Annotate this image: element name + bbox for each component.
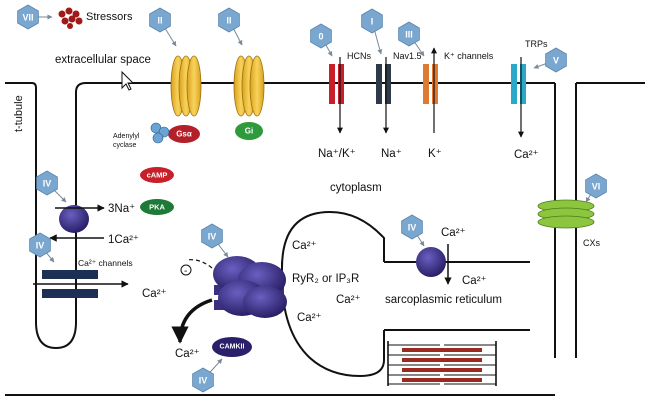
stressors-group: Stressors [58, 7, 133, 29]
badge-trp-label: V [553, 56, 559, 66]
stressors-label: Stressors [86, 11, 133, 23]
ca-down-label: Ca²⁺ [175, 348, 200, 360]
ca-channels-label: Ca²⁺ channels [78, 258, 133, 268]
badge-k-label: III [405, 30, 413, 40]
ca-sr-bot-label: Ca²⁺ [297, 312, 322, 324]
badge-ncx: IV [36, 170, 67, 203]
badge-nav: I [361, 8, 383, 55]
ca-sr-mid-label: Ca²⁺ [336, 294, 361, 306]
svg-text:CAMKII: CAMKII [220, 344, 245, 351]
badge-trp: V [533, 47, 567, 73]
ca-feedback-arrow [185, 259, 213, 269]
badge-hcn: 0 [310, 23, 333, 57]
hcn-channel [329, 57, 344, 134]
ca-left-label: Ca²⁺ [142, 288, 167, 300]
badge-cachan-label: IV [36, 241, 45, 251]
extracellular-space-label: extracellular space [55, 54, 151, 66]
badge-gs-label: II [157, 16, 162, 26]
badge-ryr: IV [201, 223, 229, 258]
ca1-label: 1Ca²⁺ [108, 234, 139, 246]
k-channels-label: K⁺ channels [444, 51, 494, 61]
badge-gi: II [218, 7, 243, 46]
gs-receptor [170, 55, 202, 117]
badge-cx-label: VI [592, 182, 601, 192]
nav15-label: Nav1.5 [393, 51, 422, 61]
badge-stress-label: VII [22, 13, 33, 23]
camp-molecule: cAMP [140, 167, 174, 183]
sarcoplasmic-reticulum [280, 210, 530, 378]
trps-label: TRPs [525, 39, 548, 49]
sr-label: sarcoplasmic reticulum [385, 294, 502, 306]
badge-gs: II [149, 7, 177, 47]
k-ion-label: K⁺ [428, 148, 442, 160]
camkii-protein: CAMKII [212, 337, 252, 357]
badge-serca-label: IV [408, 223, 417, 233]
ryr-channel [213, 256, 287, 318]
ca-pump-label: Ca²⁺ [441, 227, 466, 239]
badge-hcn-label: 0 [318, 32, 323, 42]
badge-cx: VI [585, 173, 607, 203]
badge-ncx-label: IV [43, 179, 52, 189]
t-tubule-label: t-tubule [13, 95, 25, 132]
pka-protein: PKA [140, 199, 174, 215]
cell-membrane [5, 82, 645, 396]
svg-text:cyclase: cyclase [113, 142, 136, 149]
k-channel [423, 47, 438, 133]
na3-label: 3Na⁺ [108, 203, 135, 215]
ca-trp-label: Ca²⁺ [514, 149, 539, 161]
cxs-label: CXs [583, 238, 601, 248]
badge-k: III [398, 21, 425, 57]
adenylyl-cyclase: Adenylyl cyclase [113, 122, 170, 149]
cursor-icon [121, 70, 135, 91]
ca-channels [33, 270, 129, 298]
gi-protein: Gi [235, 122, 263, 140]
trp-channel [511, 57, 526, 138]
connexin-gap-junction [537, 199, 595, 229]
badge-cachan: IV [29, 232, 55, 263]
svg-text:Gsα: Gsα [176, 130, 192, 139]
svg-text:PKA: PKA [149, 203, 165, 212]
ca-pump2-label: Ca²⁺ [462, 275, 487, 287]
badge-nav-label: I [371, 17, 374, 27]
badge-serca: IV [401, 214, 425, 247]
badge-ryr-label: IV [208, 232, 217, 242]
badge-stress: VII [17, 4, 53, 30]
svg-text:cAMP: cAMP [147, 171, 168, 180]
svg-text:Adenylyl: Adenylyl [113, 133, 140, 140]
stressor-dots [58, 7, 83, 29]
svg-text:Gi: Gi [245, 127, 253, 136]
ca-release-arrow [171, 298, 213, 344]
sarcomere [386, 339, 498, 386]
cytoplasm-label: cytoplasm [330, 182, 382, 194]
na-ion-label: Na⁺ [381, 148, 402, 160]
minus-badge [180, 264, 192, 276]
badge-camk-label: IV [199, 376, 208, 386]
hcn-label: HCNs [347, 51, 371, 61]
badge-gi-label: II [226, 16, 231, 26]
na-k-ion-label: Na⁺/K⁺ [318, 148, 356, 160]
nav15-channel [376, 57, 391, 134]
gi-receptor [233, 55, 265, 117]
badge-camk: IV [192, 358, 223, 393]
serca-pump [416, 244, 452, 285]
ryr-label: RyR₂ or IP₃R [292, 273, 359, 285]
gs-alpha-protein: Gsα [168, 125, 200, 143]
minus-sign: - [184, 266, 187, 277]
ca-sr-top-label: Ca²⁺ [292, 240, 317, 252]
ncx-exchanger [49, 204, 105, 242]
